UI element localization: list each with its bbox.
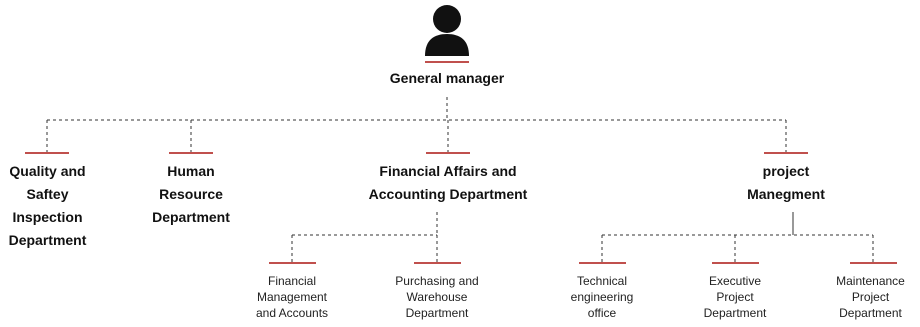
sub-label-maintenance: Maintenance Project Department [836, 274, 905, 320]
dept-label-finance: Financial Affairs and Accounting Departm… [368, 163, 528, 202]
sub-label-executive: Executive Project Department [703, 274, 767, 320]
person-icon [425, 5, 469, 56]
dept-label-quality: Quality and Saftey Inspection Department [8, 163, 87, 248]
dept-label-project: project Manegment [747, 163, 825, 202]
root-label: General manager [389, 70, 505, 86]
dept-label-hr: Human Resource Department [152, 163, 230, 225]
sub-label-purchasing: Purchasing and Warehouse Department [395, 274, 479, 320]
sub-label-financial-management: Financial Management and Accounts [255, 274, 329, 320]
sub-label-technical: Technical engineering office [570, 274, 634, 320]
